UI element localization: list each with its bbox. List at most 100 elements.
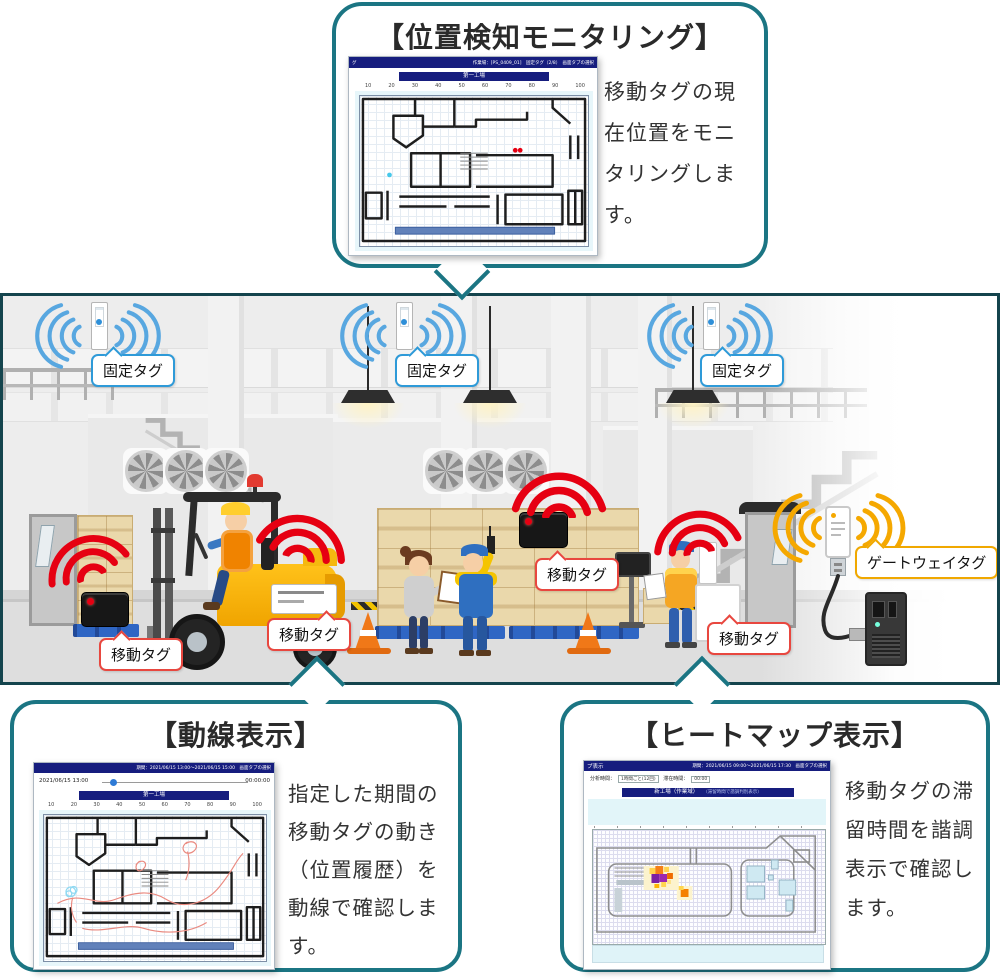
timeline-start-label: 2021/06/15 13:00	[39, 778, 89, 784]
worker-head	[409, 556, 429, 576]
tick: 90	[229, 802, 236, 808]
forklift-brand-plate	[271, 584, 337, 614]
worker-leg	[682, 608, 692, 644]
tick: 10	[48, 802, 55, 808]
warning-beacon	[247, 474, 263, 487]
mobile-tag-label-text: 移動タグ	[719, 630, 780, 648]
usb-slot	[834, 563, 842, 566]
usb-slot	[834, 569, 842, 572]
traffic-cone	[355, 612, 381, 650]
flow-callout-title: 【動線表示】	[148, 719, 323, 752]
fixed-tag-label: 固定タグ	[91, 354, 176, 387]
tick: 50	[138, 802, 146, 808]
fixed-tag-label-text: 固定タグ	[103, 362, 164, 380]
driver-shoe	[203, 602, 220, 610]
tick: 100	[575, 83, 585, 89]
ceiling-lamp	[463, 390, 517, 403]
flow-description: 指定した期間の移動タグの動き（位置履歴）を動線で確認します。	[288, 782, 439, 958]
analysis-time-value: 1時間ごと(12回)	[618, 775, 659, 783]
tick: 10	[365, 83, 372, 89]
ceiling-lamp	[341, 390, 395, 403]
worker-leg	[669, 608, 679, 644]
hazard-strip	[351, 602, 385, 610]
fixed-tag-device	[91, 302, 108, 350]
heatmap-map	[592, 829, 826, 945]
gateway-label-line	[831, 522, 845, 524]
tick: 20	[388, 83, 395, 89]
wall-fan	[163, 448, 209, 494]
forklift-mast-crossbar	[151, 578, 175, 583]
factory-scene: 固定タグ 固定タグ 固定タグ 移動タグ 移動タグ 移動タグ 移動タグ ゲートウェ…	[0, 293, 1000, 685]
worker-leg	[463, 616, 473, 652]
monitoring-floorplan-svg	[361, 97, 587, 243]
fixed-tag-label: 固定タグ	[395, 354, 480, 387]
radio-waves-red-icon	[501, 452, 617, 518]
pc-drive-bay	[872, 601, 885, 618]
lamp-cord	[367, 306, 369, 390]
tick: 80	[206, 802, 214, 808]
lamp-cord	[692, 306, 694, 390]
worker-overalls	[459, 574, 493, 618]
pc-power-led	[875, 622, 880, 627]
flow-window-menu: 期間：2021/06/15 13:00～2021/06/15 15:00 画面タ…	[136, 766, 271, 771]
worker-torso	[404, 576, 434, 618]
flow-window: 期間：2021/06/15 13:00～2021/06/15 15:00 画面タ…	[33, 762, 275, 970]
forklift-cabin-pillar	[271, 498, 278, 564]
tick: 80	[528, 83, 535, 89]
monitoring-window: グ 作業場：[PS_0409_01] 固定タグ（2/8） 画面タブの選択 第一工…	[348, 56, 598, 256]
pc-drive-bay	[888, 601, 897, 618]
heatmap-description: 移動タグの滞留時間を諧調表示で確認します。	[845, 779, 974, 920]
forklift-mast	[153, 508, 161, 644]
papers	[643, 572, 667, 601]
driver-vest	[221, 530, 253, 572]
forklift-mast	[165, 508, 173, 644]
heatmap-bottom-panel	[592, 945, 824, 963]
tick: 40	[116, 802, 123, 808]
lamp-glow	[656, 403, 730, 429]
tick: 40	[435, 83, 442, 89]
worker-shoe	[419, 648, 433, 654]
terminal-base	[619, 622, 645, 628]
worker-shoe	[476, 650, 491, 656]
ceiling-lamp	[666, 390, 720, 403]
traffic-cone	[575, 612, 601, 650]
gateway-led	[831, 513, 836, 518]
flow-window-titlebar: 期間：2021/06/15 13:00～2021/06/15 15:00 画面タ…	[34, 763, 274, 773]
tick: 70	[505, 83, 512, 89]
terminal-pole	[629, 564, 634, 622]
usb-cable	[821, 574, 857, 640]
fixed-tag-label: 固定タグ	[700, 354, 785, 387]
forklift-mast-crossbar	[151, 528, 175, 533]
tick: 30	[93, 802, 100, 808]
worker-hair-bun	[400, 546, 411, 557]
monitoring-description: 移動タグの現在位置をモニタリングします。	[604, 80, 736, 227]
monitoring-window-titlebar: グ 作業場：[PS_0409_01] 固定タグ（2/8） 画面タブの選択	[349, 57, 597, 68]
heatmap-area-note: （滞留時間で諧調判別表示）	[703, 790, 762, 795]
pc-tower	[865, 592, 907, 666]
monitoring-floor-map	[359, 95, 589, 247]
worker-leg	[409, 616, 417, 650]
tick: 50	[458, 83, 465, 89]
analysis-time-label: 分析時間：	[590, 776, 616, 782]
mobile-tag-label-text: 移動タグ	[279, 626, 340, 644]
driver-helmet	[221, 502, 250, 515]
wall-fan	[423, 448, 469, 494]
worker-head	[463, 553, 483, 573]
monitoring-callout-title: 【位置検知モニタリング】	[375, 21, 724, 54]
heatmap-plan-svg	[596, 835, 817, 933]
lamp-cord	[489, 306, 491, 390]
heatmap-window-title: プ表示	[587, 764, 604, 770]
worker-cap	[669, 541, 694, 552]
wall-fan	[123, 448, 169, 494]
walkie-antenna	[489, 526, 491, 536]
fixed-tag-label-text: 固定タグ	[712, 362, 773, 380]
worker-shoe	[405, 648, 419, 654]
stay-time-label: 滞在時間：	[663, 776, 689, 782]
walkie-talkie	[487, 536, 495, 554]
lamp-glow	[331, 403, 405, 429]
mobile-tag-device	[519, 512, 568, 548]
gateway-tag-label-text: ゲートウェイタグ	[867, 554, 987, 572]
tick: 60	[481, 83, 489, 89]
